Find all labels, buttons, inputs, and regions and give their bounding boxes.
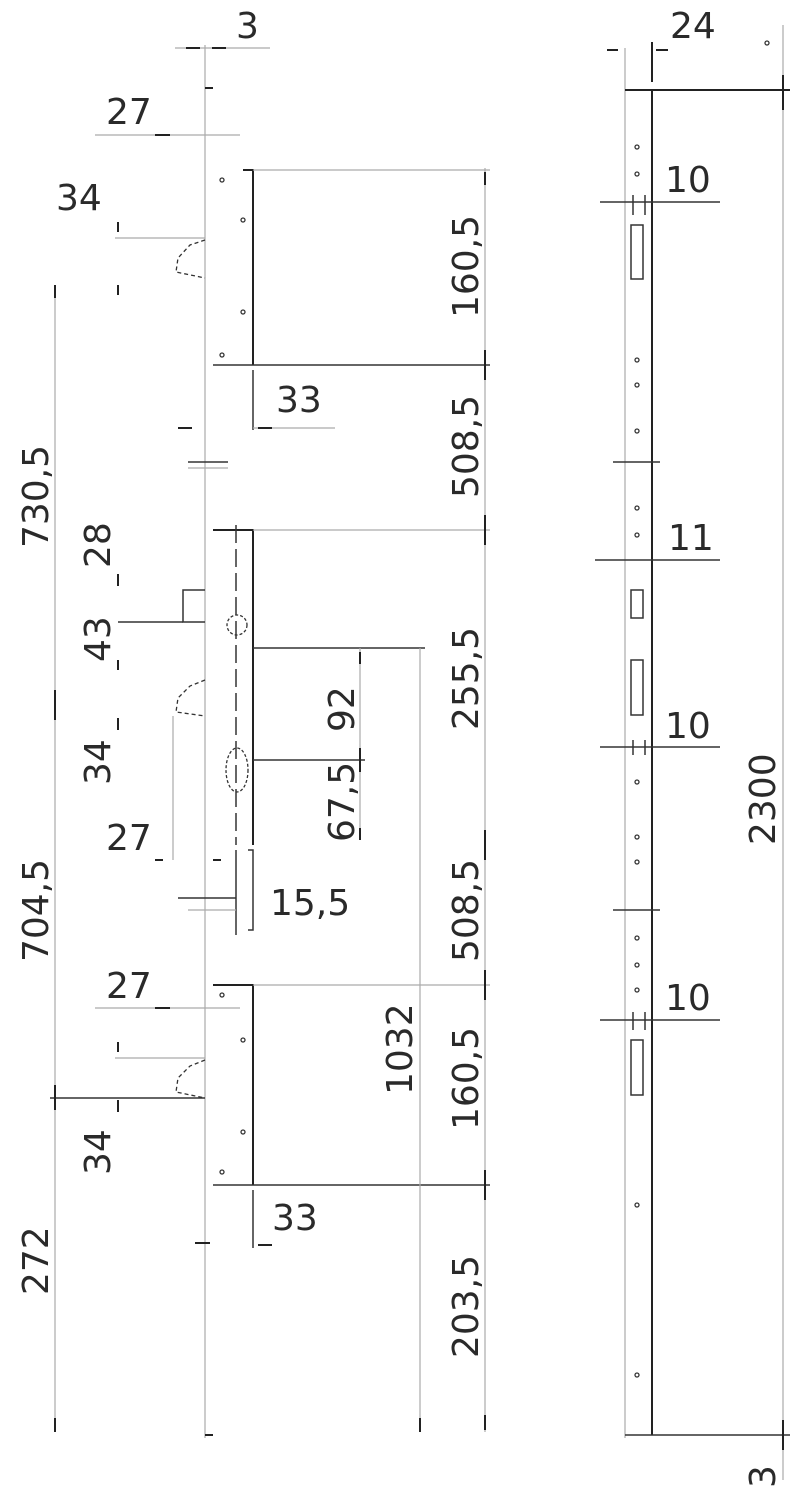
front-faceplate-view — [595, 25, 790, 1480]
deadbolt — [182, 589, 205, 623]
dim-bottom-case-height: 160,5 — [446, 1027, 487, 1130]
dim-hook-top-depth: 27 — [106, 92, 152, 133]
dim-bottom-bolt: 10 — [665, 978, 711, 1019]
dim-deadbolt-gap: 43 — [78, 616, 119, 662]
bottom-hook-case — [50, 984, 490, 1248]
hook-bolt-top — [175, 239, 206, 279]
dim-latch-height: 34 — [78, 739, 119, 785]
dim-main: 11 — [668, 518, 714, 559]
dim-case-top-depth: 33 — [276, 380, 322, 421]
dim-middle-bolt: 10 — [665, 706, 711, 747]
dim-backset-offset: 15,5 — [270, 883, 350, 924]
dim-lower-hook-height: 34 — [78, 1129, 119, 1175]
dim-bottom-to-end: 203,5 — [446, 1255, 487, 1358]
left-side-view — [50, 45, 490, 1438]
dim-main-to-bottom-case: 508,5 — [446, 859, 487, 962]
dim-upper-hook-to-main: 730,5 — [16, 445, 57, 548]
hook-bolt-bottom — [175, 1059, 206, 1099]
dim-top-bolt: 10 — [665, 160, 711, 201]
dim-case-bottom-depth: 33 — [272, 1198, 318, 1239]
dim-hook-top-height: 34 — [56, 178, 102, 219]
top-hook-case — [115, 169, 490, 430]
dim-hook-bottom-depth: 27 — [106, 966, 152, 1007]
dim-top-to-main: 508,5 — [446, 395, 487, 498]
dimension-labels: 3 27 34 33 27 15,5 27 33 160,5 508,5 255… — [16, 6, 784, 1488]
dim-lower-hook-to-end: 272 — [16, 1226, 57, 1295]
dim-middle-latch-depth: 27 — [106, 818, 152, 859]
dim-total-length: 2300 — [743, 753, 784, 845]
dim-end-offset: 3 — [743, 1465, 784, 1488]
dim-faceplate-width: 24 — [670, 6, 716, 47]
dim-main-case: 255,5 — [446, 627, 487, 730]
dim-top-offset: 3 — [236, 6, 259, 47]
dim-main-to-lower-hook: 704,5 — [16, 859, 57, 962]
dim-top-case-height: 160,5 — [446, 215, 487, 318]
dim-deadbolt-height: 28 — [78, 522, 119, 568]
dim-cylinder-to-bottom: 67,5 — [322, 762, 363, 842]
latch-bolt — [175, 679, 206, 717]
main-lock-case — [117, 525, 490, 935]
dim-spindle-to-cylinder: 92 — [322, 686, 363, 732]
dim-spindle-to-end: 1032 — [380, 1003, 421, 1095]
